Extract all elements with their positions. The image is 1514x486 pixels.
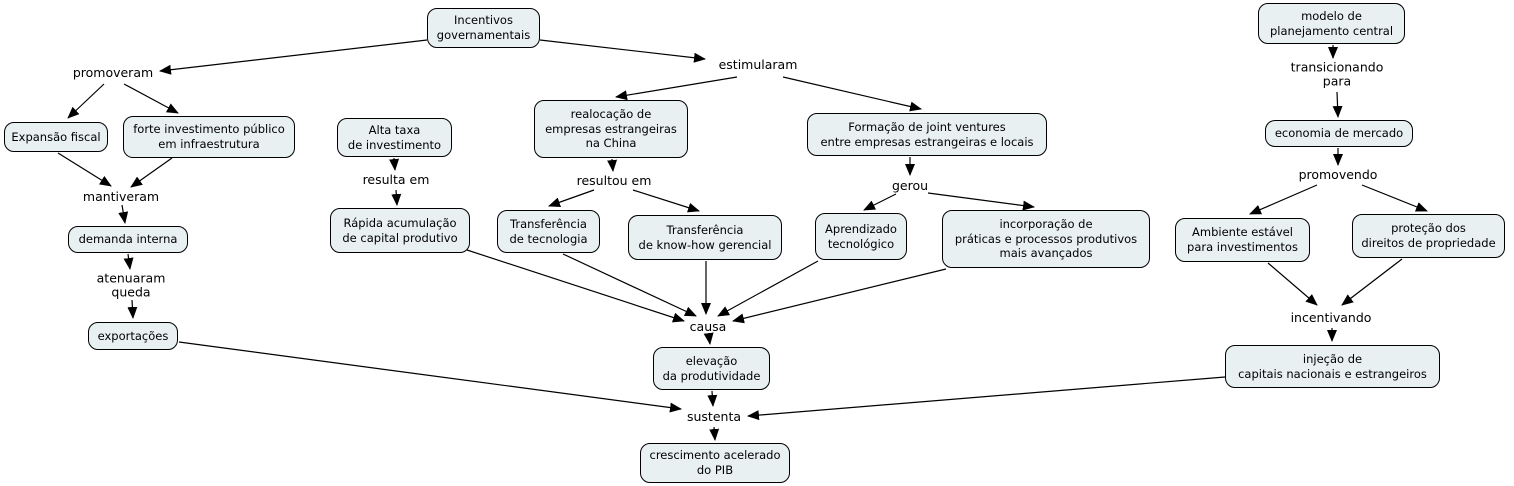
node-elevacao-produtividade[interactable]: elevação da produtividade [653, 347, 770, 390]
node-crescimento-pib[interactable]: crescimento acelerado do PIB [640, 443, 790, 483]
edge-alta-resulta [389, 157, 400, 171]
node-expansao-fiscal[interactable]: Expansão fiscal [4, 122, 108, 152]
node-injecao-capitais[interactable]: injeção de capitais nacionais e estrange… [1225, 345, 1440, 388]
node-ambiente-estavel[interactable]: Ambiente estável para investimentos [1175, 218, 1310, 262]
edge-protecao-incentivando [1341, 258, 1403, 306]
edge-demanda-atenuaram [123, 253, 134, 270]
node-incentivos-governamentais[interactable]: Incentivos governamentais [427, 8, 540, 48]
edge-estimularam-realocacao [615, 76, 738, 101]
link-label-causa[interactable]: causa [689, 318, 727, 334]
link-label-atenuaram-queda[interactable]: atenuaram queda [96, 270, 166, 300]
edge-exportacoes-sustenta [178, 341, 682, 413]
link-label-resultou-em[interactable]: resultou em [576, 172, 652, 188]
edge-estimularam-formacao [782, 76, 922, 112]
node-modelo-planejamento-central[interactable]: modelo de planejamento central [1258, 3, 1405, 44]
edge-ambiente-incentivando [1267, 262, 1318, 306]
link-label-incentivando[interactable]: incentivando [1290, 309, 1372, 325]
edge-resulta-rapida [391, 189, 402, 206]
node-forte-investimento-publico[interactable]: forte investimento público em infraestru… [123, 116, 295, 158]
edge-incorporacao-causa [732, 268, 947, 324]
edge-expansao-mantiveram [57, 152, 112, 187]
node-incorporacao-praticas[interactable]: incorporação de práticas e processos pro… [942, 210, 1150, 268]
node-formacao-joint-ventures[interactable]: Formação de joint ventures entre empresa… [807, 113, 1047, 156]
edge-causa-elevacao [703, 332, 714, 345]
link-label-mantiveram[interactable]: mantiveram [82, 188, 160, 204]
link-label-sustenta[interactable]: sustenta [686, 408, 742, 424]
edge-transicionando-economia [1332, 91, 1343, 118]
edge-resultou-transferencia-knowhow [632, 189, 700, 213]
edge-mantiveram-demanda [118, 204, 129, 224]
edge-promoveram-forte [123, 83, 179, 114]
edge-sustenta-crescimento [709, 426, 720, 441]
node-rapida-acumulacao-capital[interactable]: Rápida acumulação de capital produtivo [330, 208, 470, 253]
link-label-gerou[interactable]: gerou [891, 177, 929, 193]
node-exportacoes[interactable]: exportações [88, 322, 178, 350]
node-economia-de-mercado[interactable]: economia de mercado [1265, 120, 1413, 147]
node-protecao-direitos[interactable]: proteção dos direitos de propriedade [1352, 214, 1505, 258]
link-label-resulta-em[interactable]: resulta em [362, 171, 430, 187]
edge-promovendo-protecao [1361, 184, 1428, 212]
node-transferencia-know-how[interactable]: Transferência de know-how gerencial [628, 215, 782, 260]
link-label-promoveram[interactable]: promoveram [72, 64, 154, 80]
edge-resultou-transferencia-tecnologia [548, 189, 595, 208]
edge-incentivos-estimularam [539, 39, 706, 63]
node-alta-taxa-investimento[interactable]: Alta taxa de investimento [337, 118, 452, 157]
node-transferencia-tecnologia[interactable]: Transferência de tecnologia [497, 210, 600, 253]
edge-aprendizado-causa [717, 260, 819, 317]
edge-injecao-sustenta [747, 376, 1226, 421]
node-demanda-interna[interactable]: demanda interna [68, 226, 188, 253]
edge-gerou-aprendizado [863, 193, 897, 211]
link-label-estimularam[interactable]: estimularam [718, 56, 798, 72]
edge-realocacao-resultou [607, 158, 618, 172]
edge-rapida-causa [466, 249, 685, 323]
edge-forte-mantiveram [130, 157, 173, 188]
link-label-promovendo[interactable]: promovendo [1298, 166, 1378, 182]
node-aprendizado-tecnologico[interactable]: Aprendizado tecnológico [815, 213, 907, 260]
edge-gerou-incorporacao [927, 192, 1035, 211]
edge-incentivos-promoveram [159, 39, 428, 75]
link-label-transicionando-para[interactable]: transicionando para [1290, 59, 1384, 89]
edge-promoveram-expansao [67, 83, 105, 119]
edge-transferencia-tecnologia-causa [562, 253, 697, 317]
edge-atenuaram-exportacoes [127, 299, 138, 319]
edge-promovendo-ambiente [1249, 184, 1318, 215]
edge-elevacao-sustenta [707, 390, 718, 407]
node-realocacao-empresas-estrangeiras[interactable]: realocação de empresas estrangeiras na C… [534, 100, 688, 158]
